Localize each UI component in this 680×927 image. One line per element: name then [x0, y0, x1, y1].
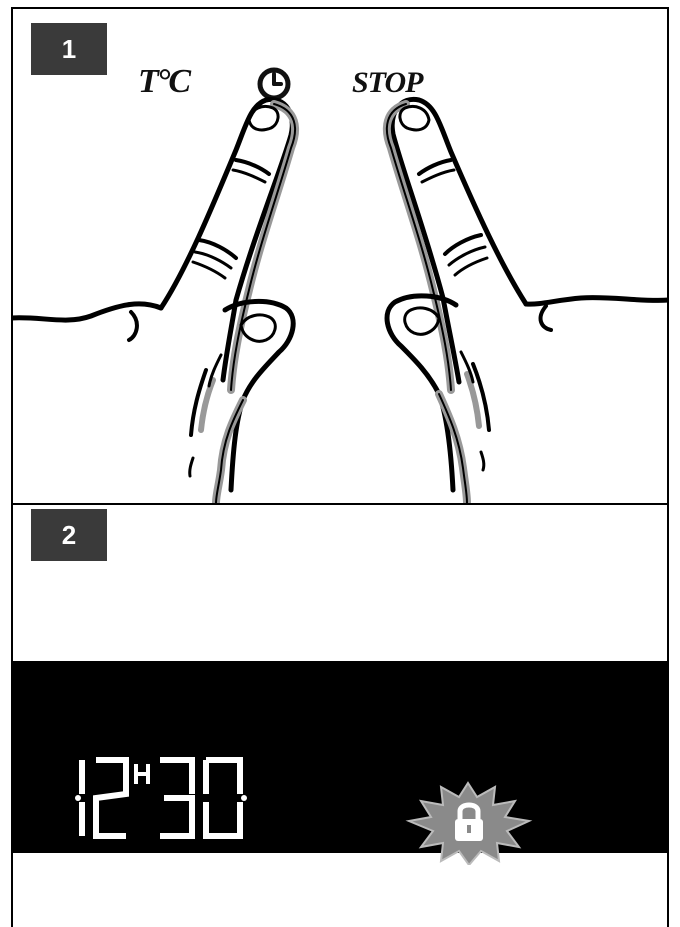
digit-0	[206, 760, 240, 836]
digit-3	[160, 760, 192, 836]
step-number: 2	[62, 520, 76, 551]
clock-time-readout	[66, 754, 316, 844]
section-divider	[11, 503, 669, 505]
left-hand	[11, 99, 295, 503]
right-hand	[387, 99, 669, 503]
step-number: 1	[62, 34, 76, 65]
two-finger-press-illustration	[11, 90, 669, 503]
padlock-icon	[403, 781, 533, 865]
digit-2	[96, 760, 126, 836]
step-badge-2: 2	[31, 509, 107, 561]
hour-marker	[136, 764, 148, 784]
step-badge-1: 1	[31, 23, 107, 75]
oven-display-panel	[11, 661, 669, 853]
